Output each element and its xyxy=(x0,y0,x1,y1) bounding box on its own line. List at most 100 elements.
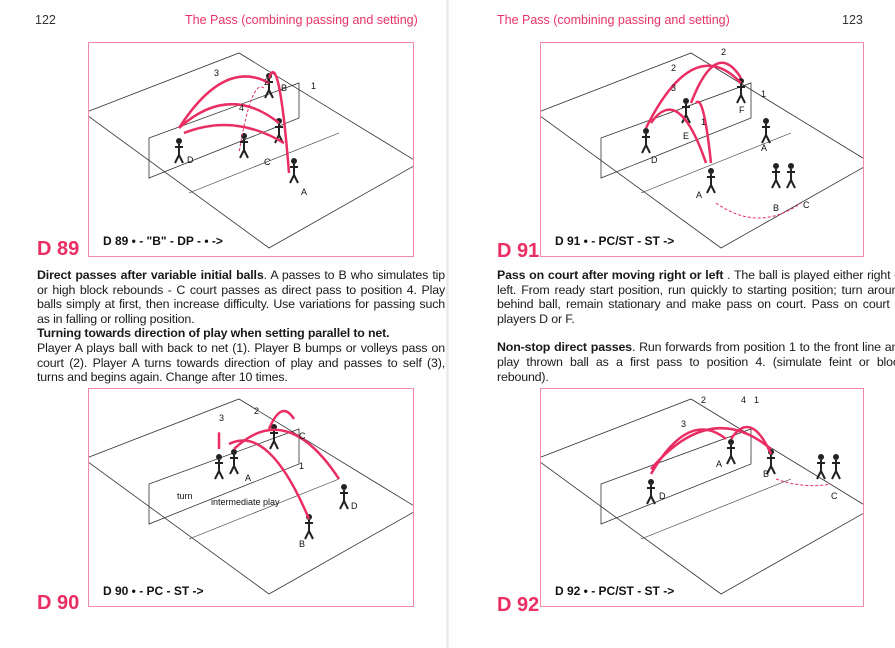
diagram-label: D xyxy=(351,501,358,511)
player-head xyxy=(708,168,714,174)
diagram-label: A xyxy=(761,143,767,153)
diagram-label: D xyxy=(651,155,658,165)
intermediate-play-label: intermediate play xyxy=(211,497,280,507)
diagram-label: 4 xyxy=(741,395,746,405)
diagram-label: B xyxy=(299,539,305,549)
player-figure xyxy=(174,144,184,164)
court-outline xyxy=(541,398,863,595)
player-figure xyxy=(771,169,781,189)
player-head xyxy=(341,484,347,490)
ball-trajectory xyxy=(177,75,270,129)
turn-label: turn xyxy=(177,491,193,501)
player-figure xyxy=(766,455,776,475)
diagram-label: E xyxy=(683,131,689,141)
player-figure xyxy=(816,460,826,480)
player-figure xyxy=(736,84,746,104)
diagram-label: C xyxy=(264,157,271,167)
player-head xyxy=(833,454,839,460)
diagram-label: B xyxy=(773,203,779,213)
diagram-caption: D 89 • - "B" - DP - • -> xyxy=(103,234,223,248)
body-text: Player A plays ball with back to net (1)… xyxy=(37,340,445,385)
ball-trajectory xyxy=(267,71,291,174)
diagram-label: 1 xyxy=(754,395,759,405)
heading: Direct passes after variable initial bal… xyxy=(37,268,264,282)
diagram-label: 1 xyxy=(299,461,304,471)
ball-trajectory xyxy=(183,123,285,145)
page-number-left: 122 xyxy=(35,13,56,27)
diagram-caption: D 90 • - PC - ST -> xyxy=(103,584,204,598)
ball-trajectory xyxy=(233,428,341,480)
diagram-number: D 91 xyxy=(497,240,540,262)
player-head xyxy=(176,138,182,144)
player-figure xyxy=(761,124,771,144)
ball-trajectory xyxy=(649,108,708,164)
diagram-label: A xyxy=(301,187,307,197)
running-title-right: The Pass (combining passing and setting) xyxy=(497,13,730,27)
player-head xyxy=(216,454,222,460)
attack-line xyxy=(640,132,792,194)
player-head xyxy=(773,163,779,169)
player-figure xyxy=(269,430,279,450)
court-outline xyxy=(89,398,413,595)
net xyxy=(600,82,752,179)
body-text: . The ball is played either right or lef… xyxy=(497,268,895,326)
diagram-label: 3 xyxy=(681,419,686,429)
player-head xyxy=(818,454,824,460)
player-head xyxy=(271,424,277,430)
player-figure xyxy=(229,455,239,475)
diagram-caption: D 92 • - PC/ST - ST -> xyxy=(555,584,675,598)
player-figure xyxy=(264,79,274,99)
court-outline xyxy=(89,52,413,249)
diagram-label: A xyxy=(696,190,702,200)
diagram-label: F xyxy=(739,105,745,115)
diagram-label: C xyxy=(831,491,838,501)
diagram-label: A xyxy=(716,459,722,469)
diagram-label: 1 xyxy=(701,117,706,127)
text-block-right: Pass on court after moving right or left… xyxy=(497,268,895,384)
ball-trajectory xyxy=(644,64,742,129)
player-figure xyxy=(726,445,736,465)
player-figure xyxy=(641,134,651,154)
player-head xyxy=(648,479,654,485)
ball-trajectory xyxy=(695,100,713,164)
body-text: . Run forwards from position 1 to the fr… xyxy=(497,340,895,384)
diagram-label: C xyxy=(299,431,306,441)
diagram-caption: D 91 • - PC/ST - ST -> xyxy=(555,234,675,248)
diagram-label: 2 xyxy=(721,47,726,57)
net xyxy=(600,428,752,525)
player-figure xyxy=(214,460,224,480)
book-spine xyxy=(446,0,449,648)
diagram-label: B xyxy=(763,469,769,479)
ball-trajectory xyxy=(715,202,802,219)
attack-line xyxy=(188,132,340,194)
page-number-right: 123 xyxy=(842,13,863,27)
diagram-label: 1 xyxy=(761,89,766,99)
ball-trajectory xyxy=(228,439,311,520)
player-head xyxy=(683,98,689,104)
diagram-label: 2 xyxy=(254,406,259,416)
player-head xyxy=(231,449,237,455)
player-figure xyxy=(304,520,314,540)
player-figure xyxy=(706,174,716,194)
player-figure xyxy=(786,169,796,189)
attack-line xyxy=(188,478,340,540)
heading: Pass on court after moving right or left xyxy=(497,268,724,282)
diagram-label: 2 xyxy=(264,77,269,87)
player-figure xyxy=(239,139,249,159)
player-head xyxy=(788,163,794,169)
player-head xyxy=(643,128,649,134)
diagram-number: D 89 xyxy=(37,238,80,260)
player-head xyxy=(291,158,297,164)
diagram-label: 3 xyxy=(214,68,219,78)
diagram-label: 1 xyxy=(311,81,316,91)
player-figure xyxy=(646,485,656,505)
ball-trajectory xyxy=(178,102,280,129)
diagram-label: A xyxy=(245,473,251,483)
diagram-label: D xyxy=(659,491,666,501)
